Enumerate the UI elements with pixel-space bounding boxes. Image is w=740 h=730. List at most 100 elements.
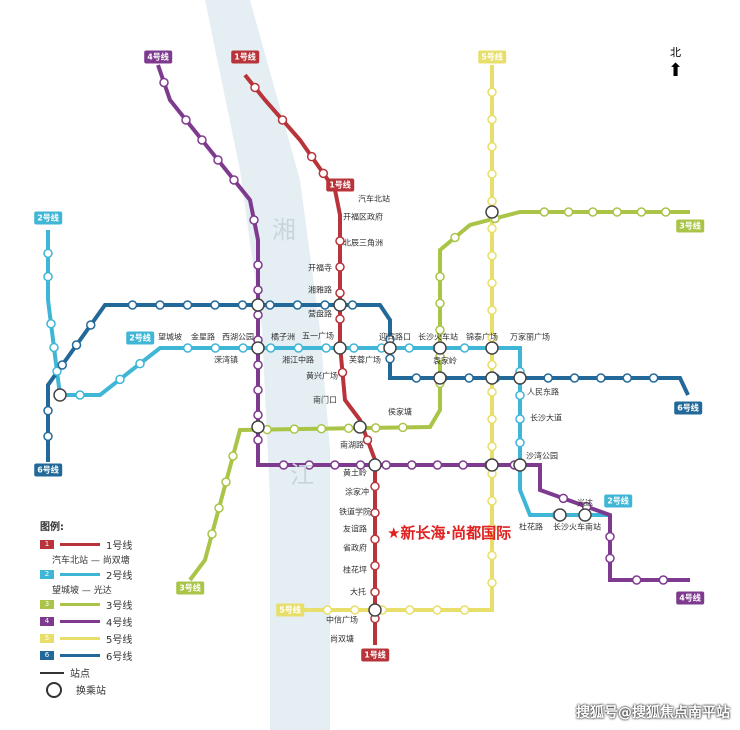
station-marker[interactable] [321, 343, 331, 353]
station-marker[interactable] [249, 215, 259, 225]
station-marker[interactable] [253, 410, 263, 420]
station-marker[interactable] [229, 175, 239, 185]
station-marker[interactable] [404, 343, 414, 353]
station-marker[interactable] [228, 451, 238, 461]
station-marker[interactable] [253, 260, 263, 270]
station-label[interactable]: 沙湾公园 [526, 451, 558, 461]
station-label[interactable]: 锦泰广场 [466, 332, 498, 342]
station-marker[interactable] [563, 207, 574, 217]
station-marker[interactable] [253, 285, 263, 295]
station-label[interactable]: 长沙火车站 [418, 332, 458, 342]
station-marker[interactable] [588, 207, 598, 217]
station-marker[interactable] [293, 343, 304, 353]
station-marker[interactable] [159, 77, 169, 88]
line-1-badge[interactable]: 1号线 [231, 50, 259, 64]
station-marker[interactable] [52, 366, 62, 376]
line-3-badge[interactable]: 3号线 [176, 581, 204, 595]
station-marker[interactable] [86, 320, 96, 330]
station-marker[interactable] [237, 300, 248, 310]
station-marker[interactable] [347, 300, 358, 310]
transfer-station[interactable] [485, 205, 499, 219]
station-label[interactable]: 长沙大道 [530, 413, 562, 423]
station-marker[interactable] [182, 300, 193, 310]
station-label[interactable]: 南门口 [313, 395, 337, 405]
station-marker[interactable] [515, 414, 525, 424]
station-marker[interactable] [316, 423, 327, 434]
station-marker[interactable] [43, 248, 53, 259]
station-marker[interactable] [335, 314, 345, 324]
station-marker[interactable] [370, 481, 380, 492]
station-marker[interactable] [155, 300, 165, 310]
station-marker[interactable] [253, 435, 263, 445]
station-marker[interactable] [362, 435, 373, 445]
station-marker[interactable] [75, 390, 85, 400]
station-label[interactable]: 涂家冲 [345, 487, 369, 497]
transfer-station[interactable] [251, 341, 265, 355]
station-marker[interactable] [459, 605, 470, 615]
station-marker[interactable] [411, 373, 422, 383]
transfer-station[interactable] [383, 341, 397, 355]
station-marker[interactable] [487, 223, 497, 234]
transfer-station[interactable] [333, 341, 347, 355]
station-marker[interactable] [49, 342, 59, 353]
station-marker[interactable] [487, 278, 497, 288]
station-label[interactable]: 友谊路 [343, 524, 367, 534]
transfer-station[interactable] [578, 508, 592, 522]
station-label[interactable]: 望城坡 [158, 332, 182, 342]
station-label[interactable]: 汽车北站 [358, 194, 390, 204]
station-marker[interactable] [370, 508, 380, 518]
transfer-station[interactable] [513, 371, 527, 385]
station-marker[interactable] [335, 262, 345, 272]
line-5-badge[interactable]: 5号线 [276, 603, 304, 617]
station-label[interactable]: 万家丽广场 [510, 332, 550, 342]
station-marker[interactable] [487, 441, 497, 452]
station-marker[interactable] [487, 578, 497, 588]
station-marker[interactable] [487, 387, 497, 397]
station-marker[interactable] [71, 340, 82, 350]
station-marker[interactable] [213, 155, 223, 165]
station-marker[interactable] [487, 496, 497, 506]
station-label[interactable]: 人民东路 [527, 387, 559, 397]
station-marker[interactable] [214, 503, 224, 513]
line-2-badge[interactable]: 2号线 [604, 494, 632, 508]
station-marker[interactable] [558, 493, 569, 504]
station-marker[interactable] [487, 360, 497, 370]
station-label[interactable]: 光达 [577, 498, 593, 508]
station-marker[interactable] [487, 550, 497, 561]
station-marker[interactable] [277, 115, 288, 125]
line-6-badge[interactable]: 6号线 [674, 401, 702, 415]
station-marker[interactable] [210, 343, 221, 353]
station-marker[interactable] [221, 477, 231, 487]
station-marker[interactable] [381, 460, 391, 470]
station-marker[interactable] [435, 271, 445, 282]
station-marker[interactable] [330, 460, 340, 470]
station-label[interactable]: 溁湾镇 [214, 355, 238, 365]
station-label[interactable]: 铁道学院 [339, 507, 371, 517]
station-marker[interactable] [335, 288, 345, 298]
station-marker[interactable] [605, 553, 615, 564]
station-marker[interactable] [43, 405, 53, 416]
station-marker[interactable] [631, 575, 642, 585]
station-marker[interactable] [487, 251, 497, 261]
station-marker[interactable] [292, 300, 303, 310]
station-marker[interactable] [487, 523, 497, 533]
station-marker[interactable] [370, 534, 380, 545]
station-label[interactable]: 黄土岭 [343, 468, 367, 478]
station-label[interactable]: 金星路 [191, 332, 215, 342]
station-label[interactable]: 长沙火车南站 [553, 522, 601, 532]
station-marker[interactable] [435, 325, 445, 335]
station-marker[interactable] [539, 207, 550, 217]
station-marker[interactable] [648, 373, 659, 383]
station-marker[interactable] [487, 196, 497, 206]
station-marker[interactable] [135, 358, 145, 369]
line-4-badge[interactable]: 4号线 [676, 591, 704, 605]
station-marker[interactable] [197, 135, 207, 145]
line-2-badge[interactable]: 2号线 [34, 211, 62, 225]
station-marker[interactable] [385, 353, 395, 364]
station-label[interactable]: 芙蓉广场 [349, 355, 381, 365]
station-label[interactable]: 南湖路 [340, 440, 364, 450]
station-label[interactable]: 五一广场 [302, 331, 334, 341]
station-marker[interactable] [115, 374, 125, 385]
station-label[interactable]: 尚双塘 [330, 634, 354, 644]
transfer-station[interactable] [485, 371, 499, 385]
